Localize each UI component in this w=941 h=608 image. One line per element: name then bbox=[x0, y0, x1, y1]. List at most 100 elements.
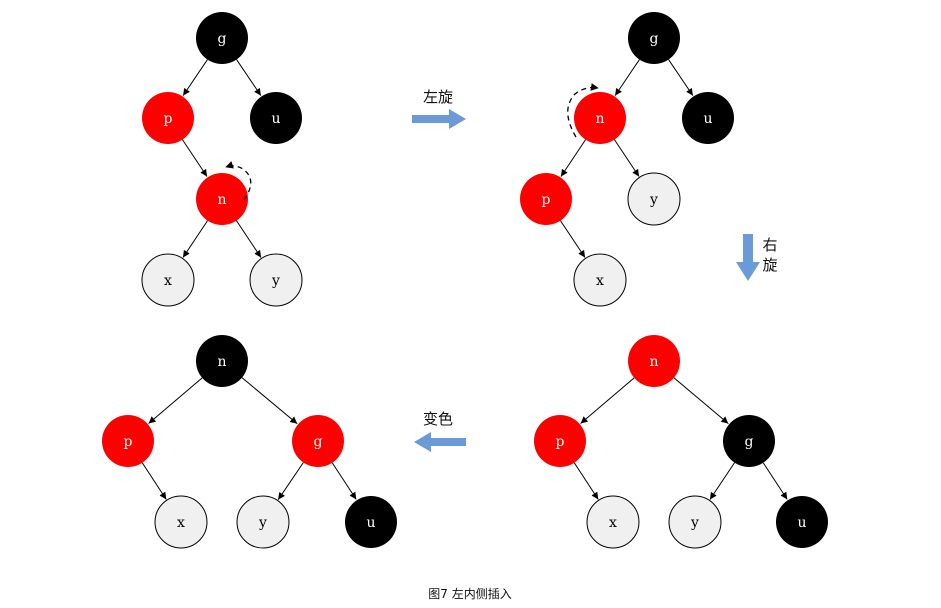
node-y: y bbox=[627, 172, 681, 226]
node-x: x bbox=[141, 253, 195, 307]
node-n: n bbox=[574, 92, 626, 144]
node-n-circle bbox=[196, 335, 248, 387]
node-u-label: u bbox=[703, 111, 712, 127]
node-p-circle bbox=[534, 415, 586, 467]
edge-p-x bbox=[560, 220, 586, 258]
node-g: g bbox=[628, 12, 680, 64]
node-u: u bbox=[250, 92, 302, 144]
edge-g-n bbox=[614, 59, 640, 96]
edge-p-x bbox=[573, 462, 599, 500]
tree-4: n p g x y u bbox=[102, 335, 397, 549]
rotate-right-arrow bbox=[736, 234, 760, 281]
node-y-circle bbox=[668, 495, 722, 549]
tree-2: g n u p y x bbox=[520, 12, 734, 307]
node-p: p bbox=[102, 415, 154, 467]
node-p-label: p bbox=[542, 192, 551, 208]
node-x-circle bbox=[573, 253, 627, 307]
node-y-circle bbox=[627, 172, 681, 226]
node-n-label: n bbox=[217, 192, 226, 208]
node-g: g bbox=[196, 12, 248, 64]
node-u-circle bbox=[776, 496, 828, 548]
node-y-label: y bbox=[649, 192, 658, 208]
tree-1: g p u n x y bbox=[141, 12, 303, 307]
node-g-circle bbox=[196, 12, 248, 64]
edge-n-p bbox=[148, 377, 203, 424]
node-y-label: y bbox=[258, 515, 267, 531]
node-y: y bbox=[236, 495, 290, 549]
node-u-circle bbox=[250, 92, 302, 144]
edge-g-u bbox=[331, 462, 357, 500]
node-y: y bbox=[249, 253, 303, 307]
node-x-label: x bbox=[164, 273, 172, 289]
node-x-label: x bbox=[609, 515, 617, 531]
node-x: x bbox=[586, 495, 640, 549]
node-p: p bbox=[520, 173, 572, 225]
edge-g-y bbox=[709, 462, 735, 500]
node-u: u bbox=[776, 496, 828, 548]
node-n-circle bbox=[574, 92, 626, 144]
node-u: u bbox=[682, 92, 734, 144]
node-u-circle bbox=[345, 496, 397, 548]
node-n: n bbox=[196, 173, 248, 225]
node-y-circle bbox=[236, 495, 290, 549]
node-u-label: u bbox=[797, 515, 806, 531]
edge-g-u bbox=[236, 59, 262, 96]
node-x-label: x bbox=[177, 515, 185, 531]
node-n-label: n bbox=[649, 354, 658, 370]
node-g-label: g bbox=[314, 434, 323, 450]
node-g-circle bbox=[292, 415, 344, 467]
node-x-circle bbox=[154, 495, 208, 549]
node-x-circle bbox=[141, 253, 195, 307]
node-g: g bbox=[292, 415, 344, 467]
edge-n-y bbox=[236, 220, 262, 258]
node-g-circle bbox=[723, 415, 775, 467]
edge-p-x bbox=[141, 462, 167, 500]
rotate-left-arrow bbox=[412, 109, 466, 129]
rotation-arc-tree-1 bbox=[225, 161, 252, 201]
node-u-circle bbox=[682, 92, 734, 144]
node-p: p bbox=[142, 92, 194, 144]
node-u: u bbox=[345, 496, 397, 548]
edge-n-p bbox=[560, 139, 586, 177]
rotate-left-label: 左旋 bbox=[423, 88, 453, 106]
node-x-label: x bbox=[596, 273, 604, 289]
node-n-circle bbox=[196, 173, 248, 225]
edge-n-g bbox=[673, 377, 729, 424]
edge-n-y bbox=[614, 139, 640, 177]
node-g-label: g bbox=[650, 31, 659, 47]
node-n: n bbox=[196, 335, 248, 387]
edge-g-u bbox=[762, 462, 788, 500]
node-n: n bbox=[628, 335, 680, 387]
rotate-right-label-2: 旋 bbox=[762, 256, 777, 274]
node-x: x bbox=[154, 495, 208, 549]
node-g-circle bbox=[628, 12, 680, 64]
edge-p-n bbox=[182, 139, 208, 177]
edge-n-g bbox=[241, 377, 298, 425]
node-p-label: p bbox=[556, 434, 565, 450]
node-x-circle bbox=[586, 495, 640, 549]
node-p-label: p bbox=[164, 111, 173, 127]
node-p-circle bbox=[520, 173, 572, 225]
node-p: p bbox=[534, 415, 586, 467]
node-n-label: n bbox=[595, 111, 604, 127]
node-g-label: g bbox=[218, 31, 227, 47]
recolor-label: 变色 bbox=[423, 410, 453, 428]
node-g: g bbox=[723, 415, 775, 467]
edge-n-x bbox=[182, 220, 208, 258]
figure-caption: 图7 左内侧插入 bbox=[428, 586, 511, 601]
node-g-label: g bbox=[745, 434, 754, 450]
edge-g-p bbox=[182, 59, 208, 96]
node-y-label: y bbox=[271, 273, 280, 289]
node-p-circle bbox=[102, 415, 154, 467]
node-p-circle bbox=[142, 92, 194, 144]
node-p-label: p bbox=[124, 434, 133, 450]
rotation-arc-tree-2 bbox=[567, 83, 599, 138]
edge-g-y bbox=[277, 462, 304, 500]
rotate-right-label-1: 右 bbox=[762, 236, 777, 254]
node-n-label: n bbox=[217, 354, 226, 370]
node-n-circle bbox=[628, 335, 680, 387]
node-u-label: u bbox=[366, 515, 375, 531]
